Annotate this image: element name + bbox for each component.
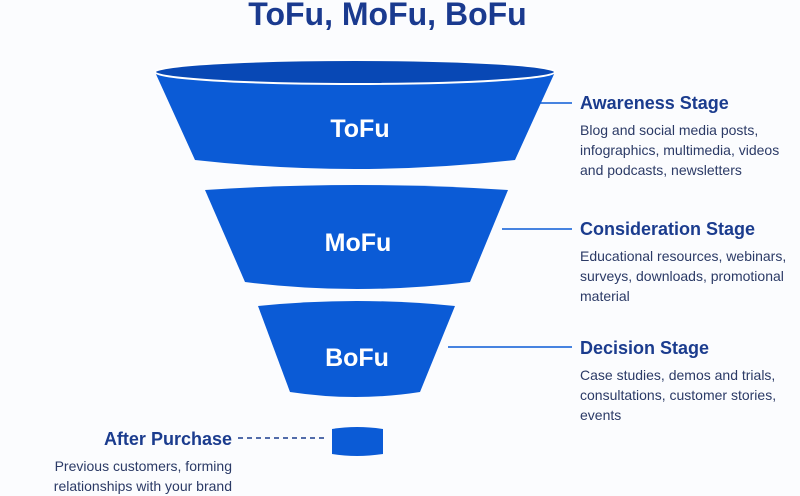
decision-stage: Decision Stage Case studies, demos and t… [580,338,800,425]
after-purchase-stage: After Purchase Previous customers, formi… [32,429,232,496]
stage-description: Blog and social media posts, infographic… [580,122,780,178]
stage-description: Previous customers, forming relationship… [53,458,232,494]
stage-heading: Decision Stage [580,338,710,358]
bofu-segment: BoFu [258,301,455,397]
stage-description: Case studies, demos and trials, consulta… [580,367,777,423]
bofu-label: BoFu [325,344,389,372]
tofu-segment: ToFu [154,59,556,169]
tofu-label: ToFu [330,115,389,143]
funnel-diagram: ToFu MoFu BoFu [154,59,572,456]
after-purchase-cylinder [332,427,383,456]
consideration-stage: Consideration Stage Educational resource… [580,219,800,306]
stage-heading: After Purchase [103,429,232,449]
page-title: ToFu, MoFu, BoFu [248,0,527,32]
stage-heading: Awareness Stage [580,93,729,113]
mofu-segment: MoFu [205,185,508,289]
stage-description: Educational resources, webinars, surveys… [580,248,787,304]
stage-heading: Consideration Stage [580,219,756,239]
mofu-label: MoFu [325,229,392,257]
awareness-stage: Awareness Stage Blog and social media po… [580,93,800,180]
